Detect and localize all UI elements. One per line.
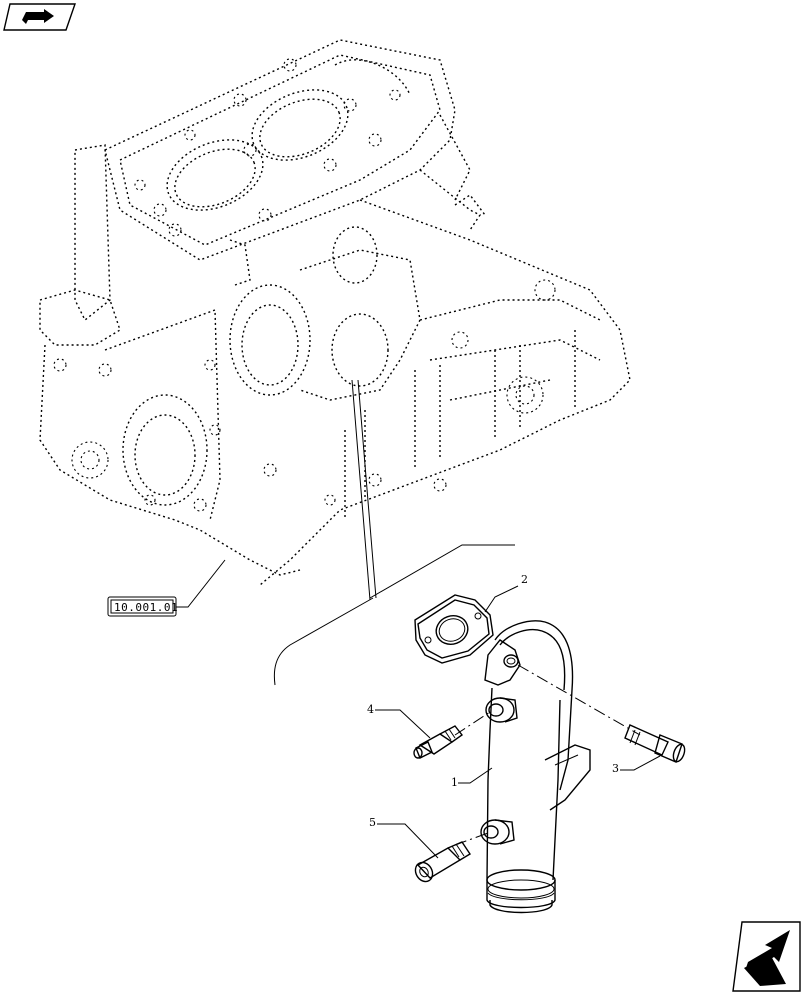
sensor-part-4 bbox=[413, 711, 491, 759]
engine-connection-lines bbox=[273, 379, 515, 686]
svg-text:4: 4 bbox=[367, 703, 374, 716]
book-arrow-icon[interactable] bbox=[3, 3, 76, 31]
svg-text:2: 2 bbox=[521, 573, 528, 586]
reference-label: 10.001.01 bbox=[114, 601, 178, 614]
svg-text:1: 1 bbox=[451, 776, 458, 789]
fitting-part-5 bbox=[414, 832, 489, 883]
reference-callout[interactable]: 10.001.01 bbox=[107, 559, 226, 617]
next-page-arrow-icon[interactable] bbox=[732, 921, 801, 992]
outlet-pipe-part-1 bbox=[480, 620, 591, 914]
callout-5: 5 bbox=[369, 816, 439, 859]
svg-text:3: 3 bbox=[612, 762, 619, 775]
bolt-part-3 bbox=[517, 664, 686, 763]
gasket-part-2 bbox=[414, 594, 494, 664]
callout-2: 2 bbox=[484, 573, 528, 613]
svg-text:5: 5 bbox=[369, 816, 376, 829]
callout-4: 4 bbox=[367, 703, 431, 739]
callout-1: 1 bbox=[451, 767, 493, 789]
callout-3: 3 bbox=[612, 755, 661, 775]
engine-block bbox=[39, 39, 631, 586]
